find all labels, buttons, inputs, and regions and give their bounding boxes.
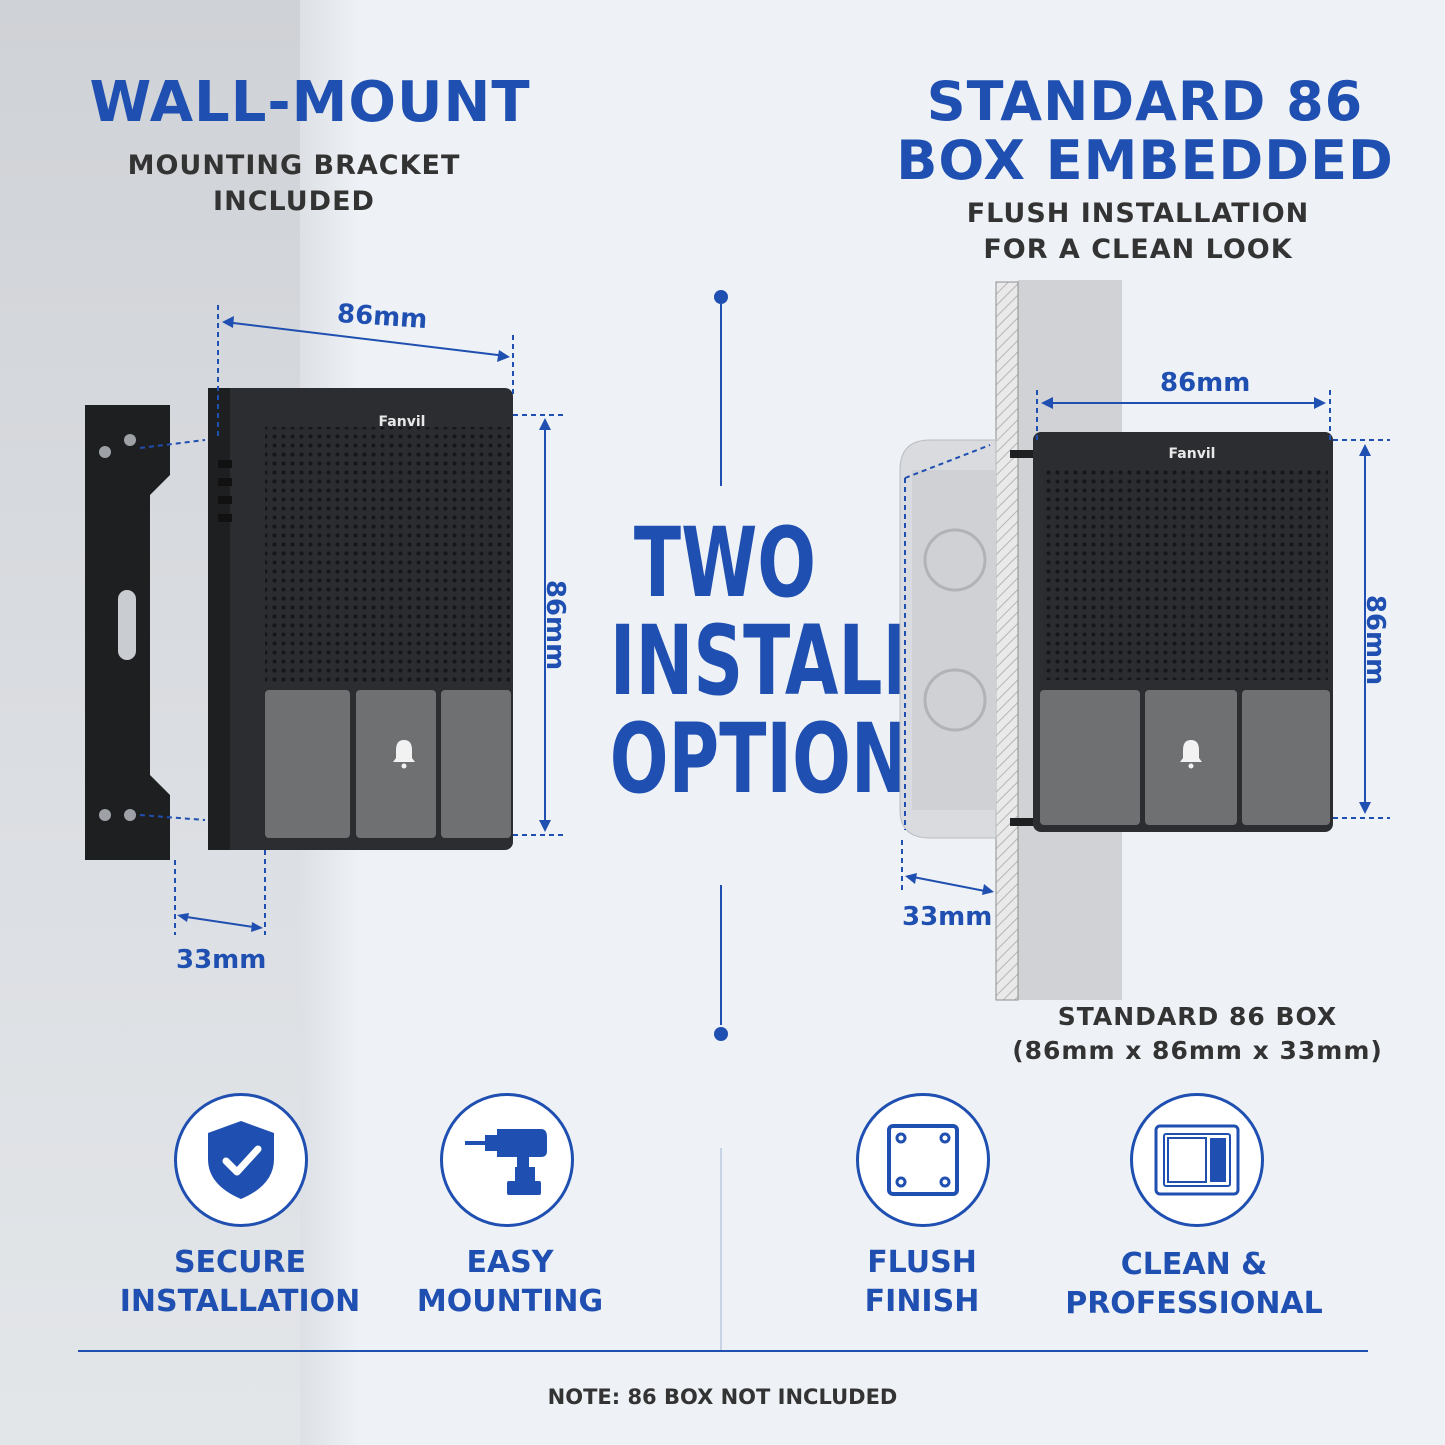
- feature-flush-label: FLUSH FINISH: [782, 1243, 1062, 1321]
- left-height-label: 86mm: [540, 579, 571, 671]
- embedded-title-line1: STANDARD 86: [926, 70, 1364, 133]
- divider-dot-bottom: [714, 1027, 728, 1041]
- clean-frame-icon: [1154, 1124, 1240, 1196]
- wall-mount-device: [208, 388, 513, 850]
- feature-secure-line1: SECURE: [173, 1245, 307, 1280]
- wall-mount-title: WALL-MOUNT: [89, 70, 531, 135]
- feature-clean-line2: PROFESSIONAL: [1065, 1286, 1323, 1321]
- feature-flush-line2: FINISH: [864, 1284, 980, 1319]
- divider-line-lower: [720, 1148, 722, 1350]
- box-label-line1: STANDARD 86 BOX: [1057, 1002, 1338, 1031]
- shield-check-icon: [208, 1121, 274, 1199]
- mounting-bracket: [85, 405, 170, 860]
- footer-note: NOTE: 86 BOX NOT INCLUDED: [547, 1385, 898, 1409]
- embedded-subtitle-line1: FLUSH INSTALLATION: [966, 198, 1310, 229]
- left-dimension-lines: [139, 305, 565, 935]
- feature-clean-label: CLEAN & PROFESSIONAL: [1050, 1245, 1338, 1323]
- feature-clean-circle: [1130, 1093, 1264, 1227]
- embedded-device: [1010, 432, 1333, 832]
- right-depth-label: 33mm: [902, 902, 993, 932]
- right-height-label: 86mm: [1360, 594, 1391, 686]
- wall-mount-subtitle-line2: INCLUDED: [213, 186, 375, 218]
- box-label-line2: (86mm x 86mm x 33mm): [1012, 1035, 1383, 1065]
- feature-flush-circle: [856, 1093, 990, 1227]
- flush-plate-icon: [887, 1124, 959, 1196]
- feature-secure-line2: INSTALLATION: [119, 1284, 361, 1319]
- divider-line-top: [720, 304, 722, 486]
- drill-icon: [465, 1129, 547, 1195]
- feature-clean-line1: CLEAN &: [1120, 1247, 1268, 1282]
- feature-easy-circle: [440, 1093, 574, 1227]
- left-depth-label: 33mm: [176, 945, 267, 975]
- embedded-subtitle-line2: FOR A CLEAN LOOK: [983, 234, 1293, 266]
- feature-flush-line1: FLUSH: [867, 1245, 977, 1280]
- left-width-label: 86mm: [336, 298, 429, 336]
- right-dimension-lines: [901, 390, 1390, 893]
- feature-secure-circle: [174, 1093, 308, 1227]
- feature-easy-line2: MOUNTING: [416, 1284, 604, 1319]
- embedded-subtitle: FLUSH INSTALLATION FOR A CLEAN LOOK: [938, 196, 1338, 269]
- embedded-title: STANDARD 86 BOX EMBEDDED: [895, 72, 1395, 191]
- right-width-label: 86mm: [1160, 368, 1251, 398]
- embedded-title-line2: BOX EMBEDDED: [896, 129, 1394, 193]
- wall-mount-subtitle-line1: MOUNTING BRACKET: [127, 150, 461, 181]
- wall-mount-subtitle: MOUNTING BRACKET INCLUDED: [94, 148, 494, 221]
- center-headline-line1: TWO: [633, 507, 817, 619]
- box-label: STANDARD 86 BOX (86mm x 86mm x 33mm): [1000, 1000, 1395, 1068]
- divider-line-bottom: [720, 885, 722, 1025]
- standard-86-box: [899, 439, 997, 839]
- left-brand-logo: Fanvil: [379, 414, 426, 430]
- feature-secure-label: SECURE INSTALLATION: [100, 1243, 380, 1321]
- feature-easy-label: EASY MOUNTING: [370, 1243, 650, 1321]
- feature-easy-line1: EASY: [466, 1245, 554, 1280]
- footer-divider: [78, 1350, 1368, 1352]
- divider-dot-top: [714, 290, 728, 304]
- right-brand-logo: Fanvil: [1169, 446, 1216, 462]
